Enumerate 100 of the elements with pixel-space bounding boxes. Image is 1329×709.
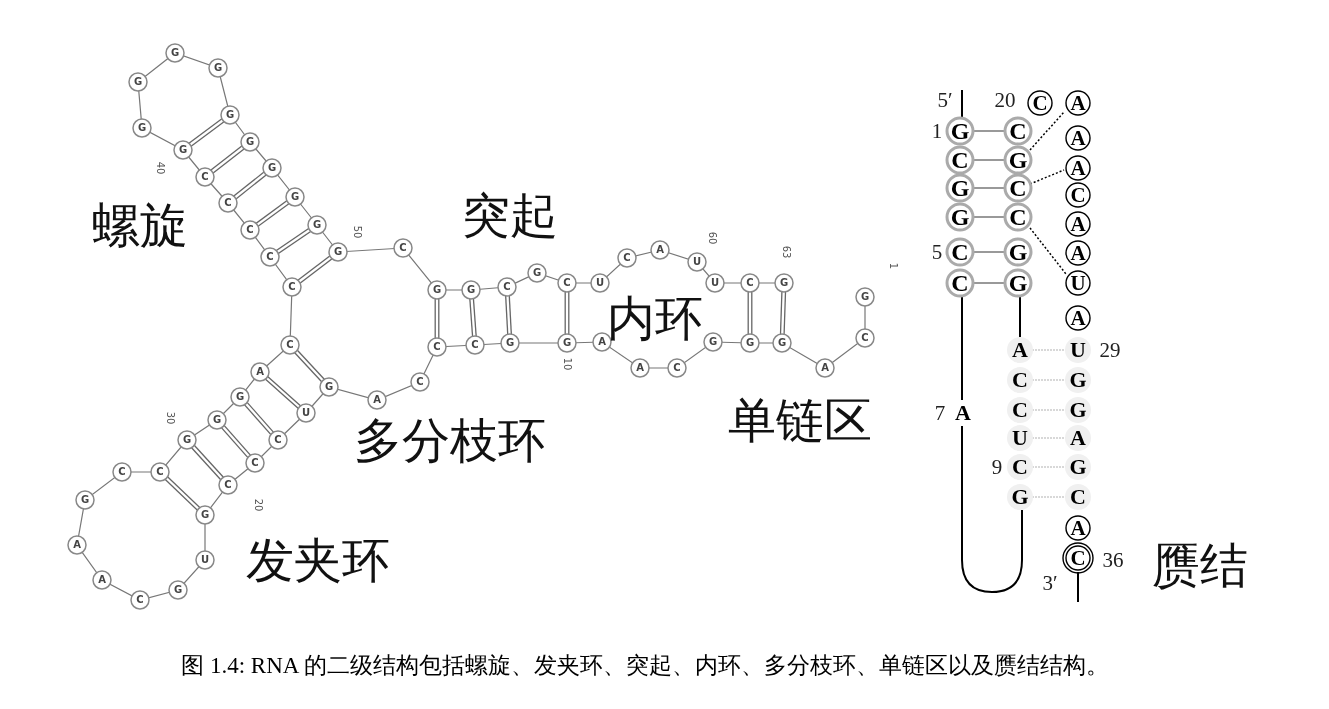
base-letter: C xyxy=(118,467,126,477)
base-letter: A xyxy=(1070,127,1086,149)
base-letter: G xyxy=(708,337,718,347)
base-letter: U xyxy=(301,408,311,418)
base-letter: G xyxy=(80,495,90,505)
base-letter: G xyxy=(225,110,235,120)
base-letter: C xyxy=(1070,486,1086,508)
base-letter: G xyxy=(137,123,147,133)
position-number: 10 xyxy=(562,357,572,371)
base-letter: C xyxy=(201,172,209,182)
base-letter: C xyxy=(623,253,631,263)
base-letter: U xyxy=(595,278,605,288)
base-letter: A xyxy=(1070,242,1086,264)
base-letter: A xyxy=(1012,339,1028,361)
base-letter: C xyxy=(1032,92,1048,114)
base-letter: G xyxy=(213,63,223,73)
base-letter: G xyxy=(432,285,442,295)
base-letter: G xyxy=(324,382,334,392)
base-letter: C xyxy=(266,252,274,262)
figure-caption: 图 1.4: RNA 的二级结构包括螺旋、发夹环、突起、内环、多分枝环、单链区以及赝结结构。 xyxy=(181,653,1109,677)
base-letter: C xyxy=(399,243,407,253)
base-letter: G xyxy=(312,220,322,230)
base-letter: A xyxy=(73,540,81,550)
base-letter: C xyxy=(471,340,479,350)
position-number: 63 xyxy=(781,245,791,259)
base-letter: G xyxy=(745,338,755,348)
position-number: 40 xyxy=(155,161,165,175)
region-label: 螺旋 xyxy=(92,201,188,249)
region-label: 赝结 xyxy=(1152,541,1248,589)
position-number: 50 xyxy=(352,225,362,239)
position-number: 5′ xyxy=(937,89,953,111)
base-letter: G xyxy=(235,392,245,402)
base-letter: A xyxy=(955,402,971,424)
base-letter: G xyxy=(1008,271,1028,295)
base-letter: A xyxy=(256,367,264,377)
position-number: 5 xyxy=(931,241,943,263)
base-letter: C xyxy=(224,198,232,208)
base-letter: A xyxy=(656,245,664,255)
base-letter: A xyxy=(1070,517,1086,539)
base-letter: A xyxy=(1070,427,1086,449)
base-letter: C xyxy=(1070,184,1086,206)
region-label: 突起 xyxy=(462,191,558,239)
base-letter: C xyxy=(503,282,511,292)
position-number: 1 xyxy=(888,262,898,270)
region-label: 多分枝环 xyxy=(354,416,546,464)
base-letter: C xyxy=(251,458,259,468)
base-letter: C xyxy=(274,435,282,445)
position-number: 36 xyxy=(1102,549,1124,571)
base-letter: G xyxy=(1069,369,1087,391)
base-letter: C xyxy=(563,278,571,288)
base-letter: U xyxy=(1070,272,1086,294)
position-number: 20 xyxy=(253,498,263,512)
base-letter: U xyxy=(1070,339,1086,361)
base-letter: G xyxy=(173,585,183,595)
base-letter: U xyxy=(692,257,702,267)
position-number: 30 xyxy=(165,411,175,425)
base-letter: G xyxy=(178,145,188,155)
base-letter: G xyxy=(1069,456,1087,478)
base-letter: G xyxy=(779,278,789,288)
base-letter: G xyxy=(1008,148,1028,172)
base-letter: A xyxy=(98,575,106,585)
base-letter: C xyxy=(673,363,681,373)
position-number: 9 xyxy=(991,456,1003,478)
base-letter: G xyxy=(290,192,300,202)
base-letter: G xyxy=(1008,240,1028,264)
base-letter: A xyxy=(1070,213,1086,235)
position-number: 60 xyxy=(707,231,717,245)
base-letter: G xyxy=(212,415,222,425)
base-letter: C xyxy=(1012,456,1028,478)
base-letter: C xyxy=(1009,119,1027,143)
base-letter: C xyxy=(1009,205,1027,229)
base-letter: U xyxy=(1012,427,1028,449)
base-letter: G xyxy=(200,510,210,520)
base-letter: G xyxy=(562,338,572,348)
base-letter: U xyxy=(710,278,720,288)
base-letter: C xyxy=(1009,176,1027,200)
base-letter: C xyxy=(951,271,969,295)
position-number: 1 xyxy=(931,120,943,142)
base-letter: C xyxy=(416,377,424,387)
region-label: 内环 xyxy=(607,294,703,342)
base-letter: A xyxy=(598,337,606,347)
base-letter: C xyxy=(156,467,164,477)
base-letter: C xyxy=(1070,547,1086,569)
base-letter: C xyxy=(951,148,969,172)
base-letter: C xyxy=(246,225,254,235)
base-letter: A xyxy=(373,395,381,405)
base-letter: G xyxy=(170,48,180,58)
base-letter: C xyxy=(288,282,296,292)
base-letter: A xyxy=(1070,157,1086,179)
base-letter: G xyxy=(333,247,343,257)
base-letter: G xyxy=(950,205,970,229)
base-letter: G xyxy=(1011,486,1029,508)
base-letter: C xyxy=(1012,369,1028,391)
base-letter: G xyxy=(182,435,192,445)
base-letter: C xyxy=(433,342,441,352)
base-letter: A xyxy=(636,363,644,373)
base-letter: G xyxy=(245,137,255,147)
base-letter: G xyxy=(532,268,542,278)
base-letter: C xyxy=(224,480,232,490)
base-letter: A xyxy=(821,363,829,373)
